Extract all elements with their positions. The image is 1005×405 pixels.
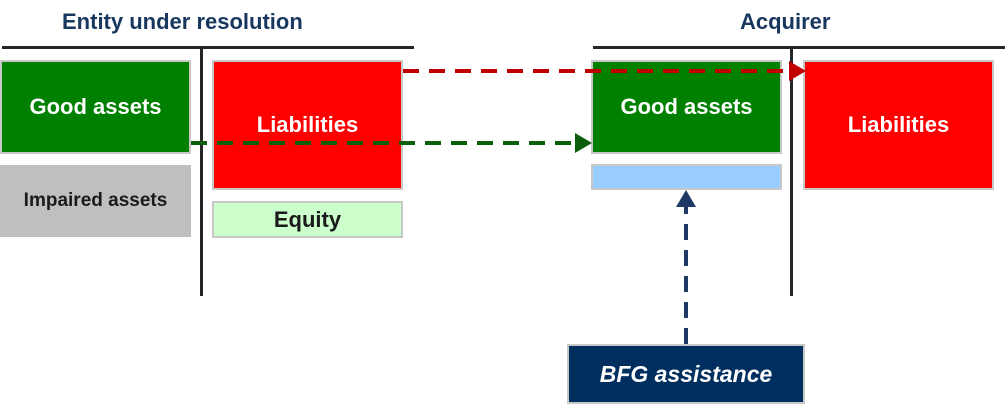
acquirer-good-assets-box: Good assets (591, 60, 782, 154)
acquirer-horizontal-rule (593, 46, 1005, 49)
entity-good-assets-box: Good assets (0, 60, 191, 154)
bfg-capital-box (591, 164, 782, 190)
entity-equity-box: Equity (212, 201, 403, 238)
entity-impaired-assets-box: Impaired assets (0, 165, 191, 237)
acquirer-vertical-rule (790, 46, 793, 296)
entity-liabilities-box: Liabilities (212, 60, 403, 190)
entity-horizontal-rule (2, 46, 414, 49)
bfg-assistance-arrowhead (676, 190, 696, 207)
liabilities-transfer-arrowhead (789, 61, 806, 81)
entity-title: Entity under resolution (62, 9, 303, 34)
acquirer-title: Acquirer (740, 9, 831, 34)
acquirer-liabilities-box: Liabilities (803, 60, 994, 190)
entity-vertical-rule (200, 46, 203, 296)
bfg-assistance-box: BFG assistance (567, 344, 805, 404)
good-assets-transfer-arrowhead (575, 133, 592, 153)
